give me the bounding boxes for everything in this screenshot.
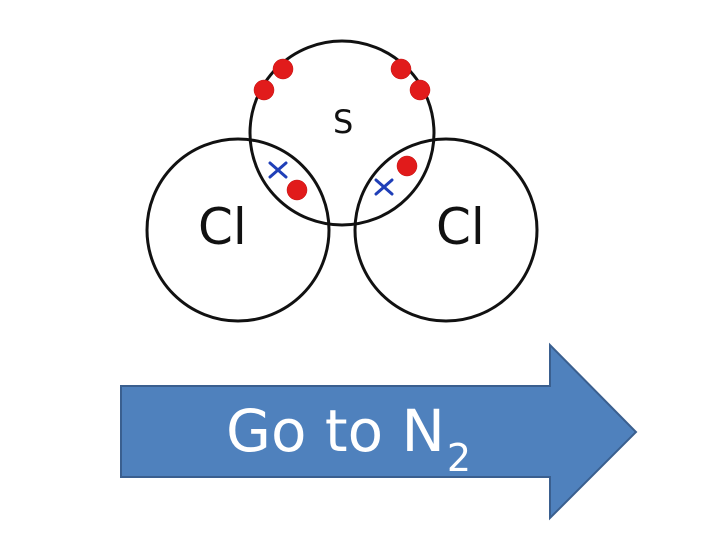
chlorine-left-label: Cl: [198, 198, 247, 256]
sulfur-label: S: [333, 103, 354, 141]
sulfur-shell: [248, 39, 436, 227]
chlorine-right-label: Cl: [436, 198, 485, 256]
sulfur-bonding-electron: [286, 179, 308, 201]
sulfur-electron: [390, 58, 412, 80]
sulfur-bonding-electron: [396, 155, 418, 177]
chlorine-electron-cross: [268, 161, 288, 179]
chlorine-right-shell: [353, 137, 539, 323]
sulfur-electron: [272, 58, 294, 80]
chlorine-left-shell: [145, 137, 331, 323]
sulfur-electron: [409, 79, 431, 101]
chlorine-electron-cross: [374, 178, 394, 196]
arrow-right-icon[interactable]: [120, 342, 638, 521]
sulfur-electron: [253, 79, 275, 101]
